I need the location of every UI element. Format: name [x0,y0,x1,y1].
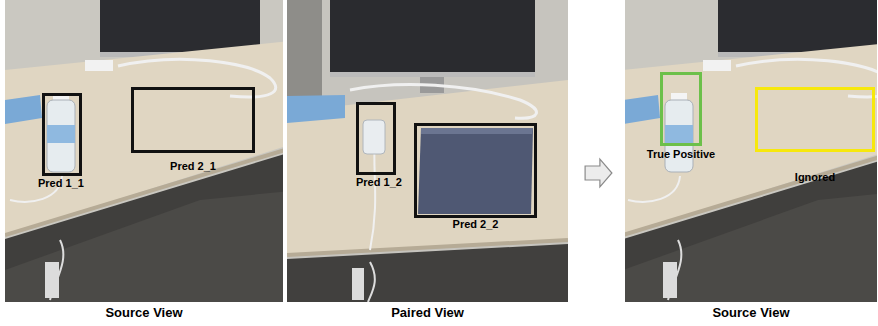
paired-photo [287,0,568,302]
view-caption: Source View [625,305,877,320]
box-label: Ignored [795,171,835,183]
prediction-box: Pred 1_1 [42,93,82,176]
prediction-box: Pred 1_2 [356,102,396,175]
view-caption: Paired View [287,305,568,320]
source-photo [625,0,877,302]
prediction-box: Pred 2_2 [414,123,537,218]
true-positive-box: True Positive [660,72,702,146]
box-label: True Positive [647,148,715,160]
photo-panel: Paired ViewPred 1_2Pred 2_2 [287,0,568,302]
box-label: Pred 1_2 [356,176,402,188]
prediction-box: Pred 2_1 [131,87,255,153]
source-photo [5,0,283,302]
box-label: Pred 2_1 [170,160,216,172]
photo-panel: Source ViewTrue PositiveIgnored [625,0,877,302]
ignored-box: Ignored [755,87,875,152]
block-arrow [585,159,612,187]
box-label: Pred 2_2 [453,218,499,230]
photo-panel: Source ViewPred 1_1Pred 2_1 [5,0,283,302]
box-label: Pred 1_1 [38,177,84,189]
view-caption: Source View [5,305,283,320]
